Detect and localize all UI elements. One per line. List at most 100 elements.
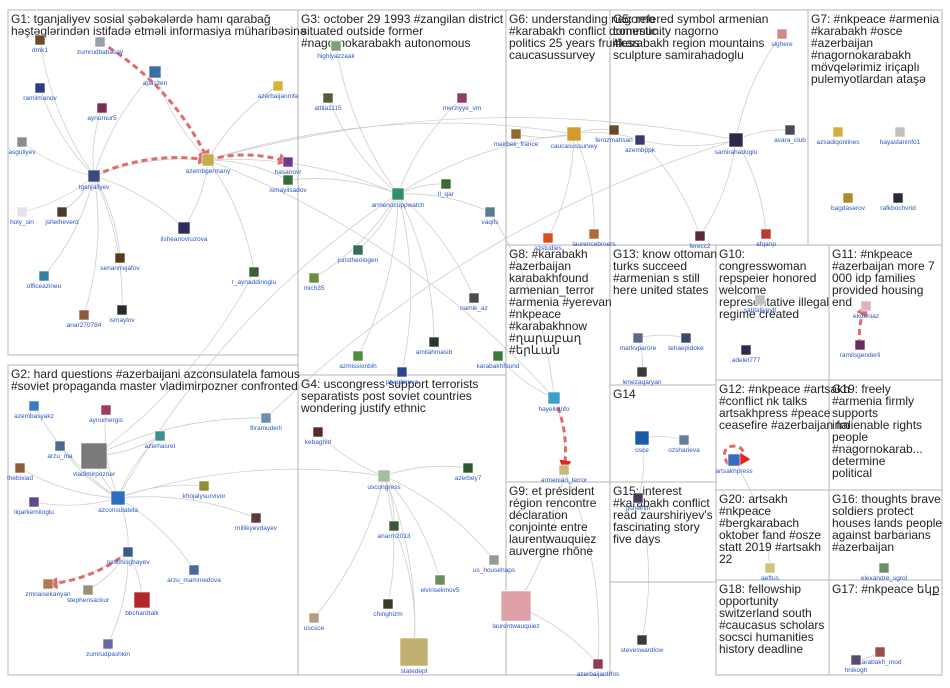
node-sahtaliyev8[interactable]: sahtaliyev8 [744,294,777,314]
node-zumrudpashkin[interactable]: zumrudpashkin [86,638,130,658]
node-elvinselimov5[interactable]: elvinselimov5 [420,574,460,594]
node-elexandre-sgrol[interactable]: elexandre_sgrol [861,562,908,582]
node-highlyazzaak[interactable]: highlyazzaak [317,40,356,60]
node-attila1115[interactable]: attila1115 [314,92,342,112]
node-ismayilsadov[interactable]: ismayilsadov [269,174,307,194]
node-armenocuppwatch[interactable]: armenocuppwatch [371,187,425,209]
node-senanrrejafov[interactable]: senanrrejafov [100,252,140,272]
node-azembgermany[interactable]: azembgermany [186,153,232,175]
node-r-aynaddinoglu[interactable]: r_aynaddinoglu [232,266,277,286]
node-uscsce[interactable]: uscsce [304,612,325,632]
node-ozsharieva[interactable]: ozsharieva [668,434,700,454]
node-azembasyakz[interactable]: azembasyakz [14,400,54,420]
node-azerbey7[interactable]: azerbey7 [455,462,482,482]
node-kebaghirl[interactable]: kebaghirl [305,426,332,446]
node-aeftus[interactable]: aeftus [761,562,780,582]
node-bbchardtalk[interactable]: bbchardtalk [125,591,160,617]
node-thebixiad[interactable]: thebixiad [7,462,33,482]
node-mich35[interactable]: mich35 [304,272,325,292]
node-caucasussurvey[interactable]: caucasussurvey [551,126,598,150]
node-bagdaserov[interactable]: bagdaserov [831,192,866,212]
node-ilsheanovruzova[interactable]: ilsheanovruzova [161,221,208,243]
node-ramilmanov[interactable]: ramilmanov [23,82,58,102]
node-hayastaninfo1[interactable]: hayastaninfo1 [880,126,921,146]
node-afqanp[interactable]: afqanp [756,228,776,248]
node-dmk1[interactable]: dmk1 [32,34,48,54]
node-tganjaliyev[interactable]: tganjaliyev [79,169,110,191]
node-mairbek-france[interactable]: mairbek_france [494,128,539,148]
node-jshelheverd[interactable]: jshelheverd [44,206,79,226]
node-fliramuderli[interactable]: fliramuderli [250,412,282,432]
avatar [434,574,446,586]
node-hnikogh[interactable]: hnikogh [845,654,868,674]
node-merziyye-vm[interactable]: merziyye_vm [443,92,481,112]
node-laurentwauquiez[interactable]: laurentwauquiez [492,590,540,630]
node-azembppk[interactable]: azembppk [625,134,656,154]
node-millikyevdayev[interactable]: millikyevdayev [235,512,278,532]
node-khojalysurvivor[interactable]: khojalysurvivor [183,480,227,500]
node-uscongress[interactable]: uscongress [367,469,401,491]
node-pbaghirova[interactable]: pbaghirova [386,366,419,386]
node-karabakh-mod[interactable]: karabakh_mod [859,646,902,666]
node-holy-sin[interactable]: holy_sin [10,206,34,226]
node-chinghizm[interactable]: chinghizm [373,598,403,618]
node-vaqifs[interactable]: vaqifs [482,206,500,226]
node-namik-az[interactable]: namik_az [460,292,488,312]
node-liqarkemiloglu[interactable]: liqarkemiloglu [14,496,54,516]
node-nasimisghayev[interactable]: nasimisghayev [107,546,151,566]
node-zmnaisekanyan[interactable]: zmnaisekanyan [25,578,71,598]
node-azmissionbih[interactable]: azmissionbih [339,350,377,370]
node-label: samirahadoglu [715,149,758,156]
node-azsadiqonlines[interactable]: azsadiqonlines [816,126,860,146]
node-zumrudbabasoy[interactable]: zumrudbabasoy [77,36,124,56]
node-aynurnur5[interactable]: aynurnur5 [87,102,117,122]
node-azerbaijanmfa[interactable]: azerbaijanmfa [258,80,299,100]
node-hasanovr[interactable]: hasanovr [275,156,303,176]
node-ramilsgenderli[interactable]: ramilsgenderli [840,339,880,359]
node-arzu-ma[interactable]: arzu_ma [47,440,73,460]
node-sighere[interactable]: sighere [771,28,793,48]
node-artsakhpress[interactable]: artsakhpress [715,453,753,475]
node-statedept[interactable]: statedept [399,637,429,675]
node-rafkbochvrid[interactable]: rafkbochvrid [880,192,916,212]
node-karabakhfound[interactable]: karabakhfound [476,350,520,370]
node-azconsulatela[interactable]: azconsulatela [98,490,138,514]
node-adelet777[interactable]: adelet777 [732,344,761,364]
group-title-line: #nagornokarabakh [811,48,911,62]
node-juristheologen[interactable]: juristheologen [337,244,379,264]
node-azstudies[interactable]: azstudies [534,232,562,252]
node-guneihm[interactable]: guneihm [626,492,651,512]
node-armenian-terror[interactable]: armenian_terror [541,464,588,484]
node-ismaylov[interactable]: ismaylov [109,304,135,324]
node-osce[interactable]: osce [634,430,650,454]
node-us-househaps[interactable]: us_househaps [473,554,516,574]
group-box-g4 [297,374,507,676]
node-steveswardlow[interactable]: steveswardlow [621,634,664,654]
node-arzu-mammedova[interactable]: arzu_mammedova [167,564,221,584]
node-amilahmasib[interactable]: amilahmasib [416,336,453,356]
node-anar270784[interactable]: anar270784 [67,309,102,329]
node-vladimirpozner[interactable]: vladimirpozner [73,442,116,478]
node-anarm2013[interactable]: anarm2013 [378,520,411,540]
group-title-line: #azerbaijan [832,540,894,554]
node-officeazineu[interactable]: officeazineu [27,270,62,290]
node-ferozmahsan[interactable]: ferozmahsan [595,124,633,144]
node-azerhasret[interactable]: azerhasret [145,430,176,450]
node-ferecc2[interactable]: ferecc2 [689,230,711,250]
node-laurencebroers[interactable]: laurencebroers [572,228,616,248]
node-tehaepidoke[interactable]: tehaepidoke [668,332,704,352]
node-stephensackur[interactable]: stephensackur [67,584,110,604]
group-title-line: #karabakh region mountains [613,36,764,50]
node-markvparore[interactable]: markvparore [620,332,657,352]
node-avara-club[interactable]: avara_club [774,124,806,144]
node-ll-qar[interactable]: ll_qar [438,178,455,198]
node-lenezaqaryan[interactable]: lenezaqaryan [622,366,662,386]
node-ekdeniaz[interactable]: ekdeniaz [853,300,879,320]
node-apaszen[interactable]: apaszen [143,65,168,87]
node-azerbaijanfrfos[interactable]: azerbaijanfrfos [577,658,620,678]
node-hayeiloinfo[interactable]: hayeiloinfo [538,391,570,413]
node-asguliyev[interactable]: asguliyev [8,136,36,156]
node-samirahadoglu[interactable]: samirahadoglu [715,132,758,156]
node-aynurnergis[interactable]: aynurnergis [89,404,124,424]
